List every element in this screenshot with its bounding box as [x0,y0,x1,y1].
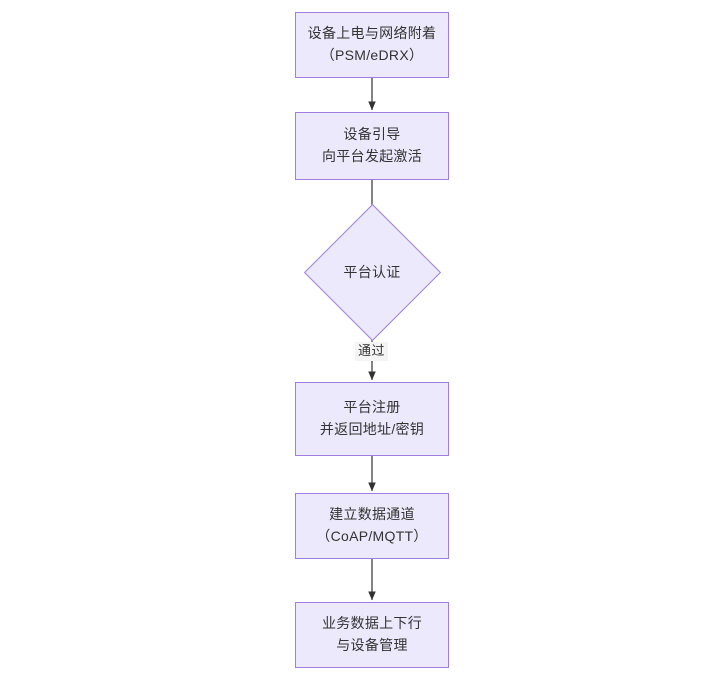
node-device-bootstrap[interactable]: 设备引导 向平台发起激活 [295,112,449,180]
node-device-power-on[interactable]: 设备上电与网络附着 （PSM/eDRX） [295,12,449,78]
edge-label-pass: 通过 [355,342,389,361]
node-platform-register-line2: 并返回地址/密钥 [319,421,425,437]
node-device-power-on-line2: （PSM/eDRX） [320,47,424,63]
node-platform-register-line1: 平台注册 [343,399,401,416]
node-platform-auth-label: 平台认证 [343,264,401,280]
node-platform-register[interactable]: 平台注册 并返回地址/密钥 [295,382,449,456]
node-establish-data-channel[interactable]: 建立数据通道 （CoAP/MQTT） [295,493,449,559]
node-establish-data-channel-line1: 建立数据通道 [329,506,415,523]
node-business-data-line2: 与设备管理 [336,637,408,653]
node-business-data-and-device-management[interactable]: 业务数据上下行 与设备管理 [295,602,449,668]
node-establish-data-channel-line2: （CoAP/MQTT） [316,528,428,544]
node-device-power-on-line1: 设备上电与网络附着 [307,25,437,42]
node-business-data-line1: 业务数据上下行 [321,615,423,632]
node-device-bootstrap-line2: 向平台发起激活 [321,148,423,164]
node-device-bootstrap-line1: 设备引导 [343,126,401,143]
